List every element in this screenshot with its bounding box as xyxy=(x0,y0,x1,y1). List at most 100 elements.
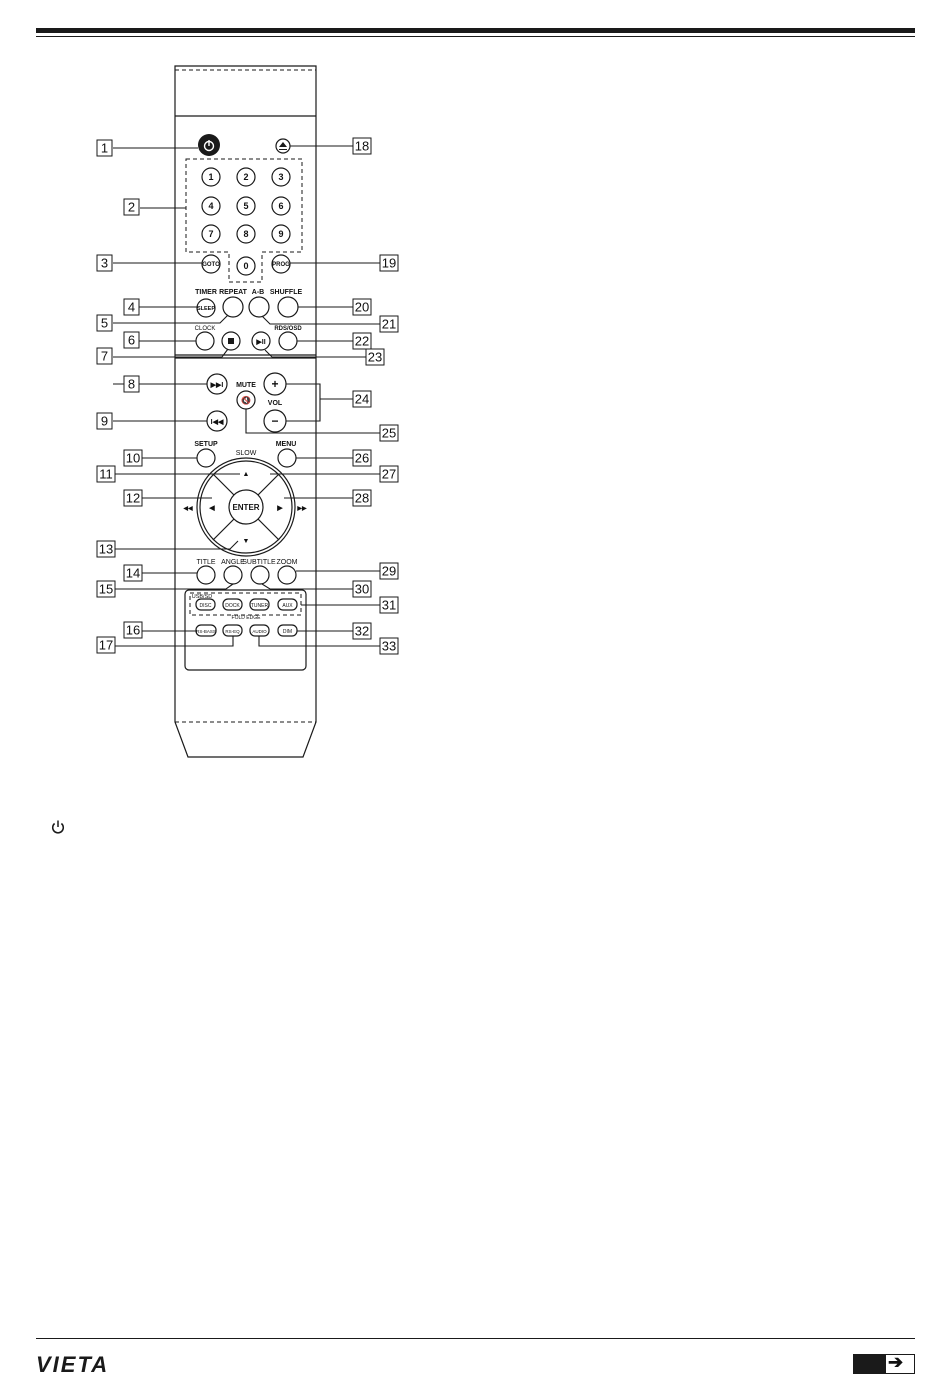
goto-button[interactable] xyxy=(201,254,221,274)
callout-box xyxy=(123,489,143,507)
dock-button[interactable] xyxy=(222,598,243,611)
callout-box xyxy=(379,254,399,272)
callout-number: 33 xyxy=(382,639,396,654)
callout-box xyxy=(352,332,372,350)
digit-0: 0 xyxy=(243,261,248,271)
sleep-button[interactable] xyxy=(196,298,216,318)
callout-box xyxy=(123,375,140,393)
callout-box xyxy=(96,347,113,365)
digit-1: 1 xyxy=(208,172,213,182)
callout-box xyxy=(379,315,399,333)
subtitle-button[interactable] xyxy=(250,565,270,585)
svg-text:RDS/OSD: RDS/OSD xyxy=(274,326,302,332)
svg-text:RS-BASS: RS-BASS xyxy=(196,629,216,634)
svg-text:FOLD EDGE: FOLD EDGE xyxy=(232,615,262,621)
svg-text:MUTE: MUTE xyxy=(236,382,256,389)
callout-number: 31 xyxy=(382,598,396,613)
digit-buttons[interactable]: 1 2 3 4 5 6 7 8 9 0 xyxy=(201,167,291,276)
svg-text:◀◀: ◀◀ xyxy=(182,505,193,512)
svg-text:SUBTITLE: SUBTITLE xyxy=(242,559,276,566)
angle-button[interactable] xyxy=(223,565,243,585)
svg-text:A-B: A-B xyxy=(252,289,264,296)
svg-text:DISC: DISC xyxy=(200,603,212,609)
next-page-indicator[interactable]: ➔ xyxy=(853,1352,915,1374)
callout-box xyxy=(379,424,399,442)
callout-box xyxy=(379,465,399,483)
digit-7: 7 xyxy=(208,229,213,239)
callout-box xyxy=(123,449,143,467)
callout-box xyxy=(123,331,140,349)
callout-number: 5 xyxy=(101,316,108,331)
callout-number: 9 xyxy=(101,414,108,429)
setup-button[interactable] xyxy=(196,448,216,468)
tuner-button[interactable] xyxy=(249,598,270,611)
callout-number: 27 xyxy=(382,467,396,482)
callout-number: 25 xyxy=(382,426,396,441)
callout-number: 21 xyxy=(382,317,396,332)
aux-button[interactable] xyxy=(277,598,298,611)
svg-text:▼: ▼ xyxy=(243,538,250,545)
shuffle-button[interactable] xyxy=(277,296,299,318)
svg-text:◀: ◀ xyxy=(208,505,215,512)
digit-3: 3 xyxy=(278,172,283,182)
callout-box xyxy=(365,348,385,366)
callout-number: 30 xyxy=(355,582,369,597)
callout-number: 8 xyxy=(128,377,135,392)
svg-text:SETUP: SETUP xyxy=(194,441,218,448)
svg-text:▶▶I: ▶▶I xyxy=(210,382,224,389)
callout-number: 20 xyxy=(355,300,369,315)
callout-box xyxy=(352,298,372,316)
svg-text:−: − xyxy=(271,414,278,428)
svg-text:AUDIO: AUDIO xyxy=(252,629,267,634)
bottom-rule xyxy=(36,1338,915,1339)
callout-box xyxy=(352,622,372,640)
callout-box xyxy=(123,198,140,216)
play-pause-button[interactable] xyxy=(251,331,271,351)
zoom-button[interactable] xyxy=(277,565,297,585)
rds-osd-button[interactable] xyxy=(278,331,298,351)
callout-number: 7 xyxy=(101,349,108,364)
callout-box xyxy=(123,564,143,582)
svg-text:DIM: DIM xyxy=(283,629,292,635)
callout-box xyxy=(123,298,140,316)
callout-number: 14 xyxy=(126,566,140,581)
callout-number: 11 xyxy=(99,467,113,482)
svg-text:USB/SD: USB/SD xyxy=(192,594,213,600)
svg-text:SLEEP: SLEEP xyxy=(197,306,215,312)
prog-button[interactable] xyxy=(271,254,291,274)
callout-number: 4 xyxy=(128,300,135,315)
callout-box xyxy=(96,580,116,598)
callout-box xyxy=(96,540,116,558)
svg-text:RS-EQ: RS-EQ xyxy=(225,629,240,634)
power-icon xyxy=(52,820,64,834)
svg-text:▶II: ▶II xyxy=(255,339,265,346)
svg-text:REPEAT: REPEAT xyxy=(219,289,248,296)
svg-text:▲: ▲ xyxy=(243,471,250,478)
ab-button[interactable] xyxy=(248,296,270,318)
repeat-button[interactable] xyxy=(222,296,244,318)
navigation-pad[interactable]: ENTER ▲ ▼ ◀ ▶ xyxy=(196,457,296,557)
callout-box xyxy=(352,449,372,467)
svg-text:I◀◀: I◀◀ xyxy=(211,419,224,426)
svg-text:PROG: PROG xyxy=(272,262,290,268)
top-rule-thin xyxy=(36,36,915,37)
callout-number: 2 xyxy=(128,200,135,215)
svg-text:ANGLE: ANGLE xyxy=(221,559,245,566)
enter-button: ENTER xyxy=(232,503,259,512)
svg-text:TITLE: TITLE xyxy=(196,559,215,566)
svg-text:ZOOM: ZOOM xyxy=(277,559,298,566)
clock-button[interactable] xyxy=(195,331,215,351)
disc-button[interactable] xyxy=(195,598,216,611)
callout-box xyxy=(96,254,113,272)
digit-5: 5 xyxy=(243,201,248,211)
title-button[interactable] xyxy=(196,565,216,585)
callout-box xyxy=(352,137,372,155)
vieta-logo: VIETA xyxy=(36,1352,110,1377)
callout-number: 18 xyxy=(355,139,369,154)
menu-button[interactable] xyxy=(277,448,297,468)
svg-text:TIMER: TIMER xyxy=(195,289,217,296)
callout-box xyxy=(352,580,372,598)
digit-9: 9 xyxy=(278,229,283,239)
svg-text:🔇: 🔇 xyxy=(241,395,251,405)
svg-text:MENU: MENU xyxy=(276,441,297,448)
